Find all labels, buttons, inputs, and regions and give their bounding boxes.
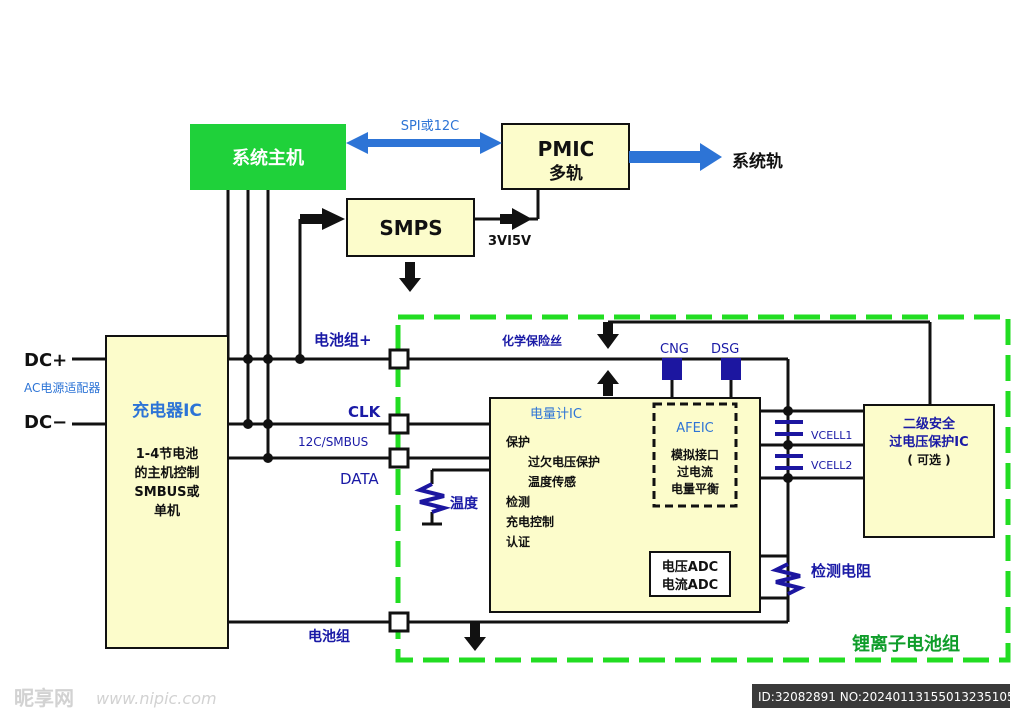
- clk-label: CLK: [348, 403, 382, 421]
- thermistor-symbol: [414, 482, 452, 514]
- afe-item-2: 过电流: [677, 464, 713, 479]
- gauge-item-detect: 检测: [506, 494, 530, 509]
- smbus-label: 12C/SMBUS: [298, 435, 368, 449]
- chem-fuse-label: 化学保险丝: [502, 333, 562, 348]
- charger-title: 充电器IC: [132, 400, 202, 421]
- gauge-item-auth: 认证: [506, 534, 530, 549]
- ac-adapter-label: AC电源适配器: [24, 381, 100, 395]
- secondary-line-1: 二级安全: [903, 416, 956, 432]
- host-block: [190, 124, 346, 190]
- gauge-title: 电量计IC: [530, 407, 582, 422]
- connector-pins: [388, 348, 410, 633]
- afe-block: [652, 402, 738, 508]
- battery-pack-label: 电池组: [308, 628, 350, 645]
- secondary-line-3: ( 可选 ): [907, 452, 950, 467]
- smps-label: SMPS: [379, 216, 442, 240]
- dc-minus-label: DC−: [24, 412, 67, 433]
- data-label: DATA: [340, 470, 379, 488]
- vcell2-label: VCELL2: [811, 459, 852, 472]
- pmic-block: [501, 123, 630, 190]
- spi-double-arrow: [346, 132, 502, 154]
- sense-resistor-label: 检测电阻: [811, 562, 871, 580]
- adc-block: [649, 551, 731, 597]
- smps-block: [346, 198, 475, 257]
- vcell1-label: VCELL1: [811, 429, 852, 442]
- battery-plus-label: 电池组+: [314, 331, 372, 349]
- secondary-protection-block: [863, 404, 995, 538]
- system-rail-label: 系统轨: [732, 151, 783, 172]
- dsg-label: DSG: [711, 342, 739, 357]
- v3v5-label: 3VI5V: [488, 234, 531, 249]
- charger-desc-4: 单机: [154, 503, 180, 519]
- cng-label: CNG: [660, 342, 689, 357]
- black-arrows: [300, 208, 619, 651]
- system-rail-arrow: [629, 143, 722, 171]
- watermark-id: ID:32082891 NO:20240113155013235105: [758, 690, 1015, 704]
- li-ion-pack-label: 锂离子电池组: [852, 633, 960, 655]
- secondary-line-2: 过电压保护IC: [889, 434, 968, 450]
- cng-mosfet: [662, 358, 682, 380]
- gauge-item-temp: 温度传感: [528, 474, 576, 489]
- afe-item-1: 模拟接口: [671, 447, 719, 462]
- sense-resistor-symbol: [770, 562, 806, 596]
- dsg-mosfet: [721, 358, 741, 380]
- watermark-brand: 昵享网: [14, 686, 74, 710]
- watermark-id-bar: [752, 684, 1010, 708]
- pmic-label: PMIC: [538, 137, 595, 161]
- adc-voltage: 电压ADC: [662, 559, 718, 575]
- pmic-sublabel: 多轨: [549, 163, 583, 184]
- dc-plus-label: DC+: [24, 350, 67, 371]
- charger-desc-3: SMBUS或: [134, 484, 199, 500]
- spi-label: SPI或12C: [401, 119, 460, 134]
- gauge-item-ovuv: 过欠电压保护: [528, 454, 600, 469]
- junction-dots: [243, 354, 793, 483]
- watermark-url: www.nipic.com: [96, 689, 217, 708]
- gauge-item-protect: 保护: [505, 434, 530, 449]
- charger-block: [105, 335, 229, 649]
- host-label: 系统主机: [232, 147, 304, 169]
- li-ion-pack-boundary: [395, 314, 1011, 663]
- gauge-item-charge: 充电控制: [506, 514, 554, 529]
- afe-item-3: 电量平衡: [671, 481, 719, 496]
- charger-desc-1: 1-4节电池: [136, 446, 199, 462]
- charger-desc-2: 的主机控制: [134, 465, 199, 481]
- afe-title: AFEIC: [676, 421, 714, 436]
- battery-cells: [775, 420, 803, 470]
- temperature-label: 温度: [450, 495, 479, 512]
- adc-current: 电流ADC: [662, 577, 718, 593]
